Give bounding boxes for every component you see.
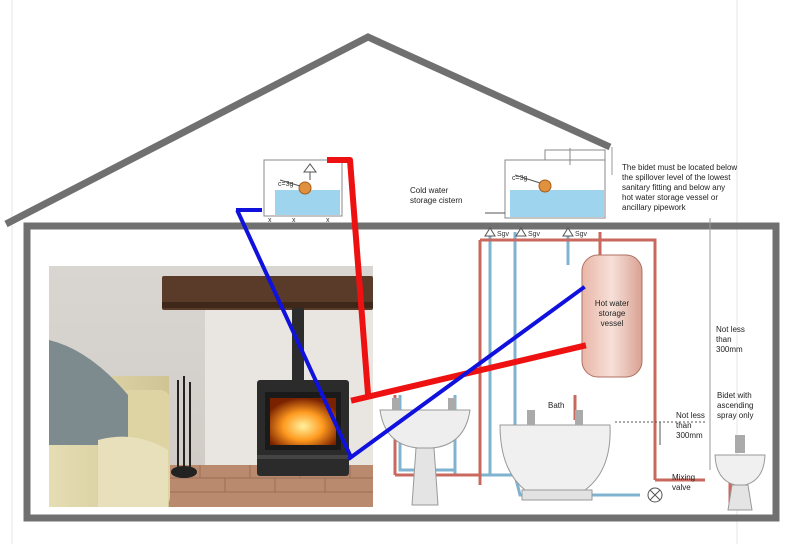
note-line-2: the spillover level of the lowest [622, 173, 731, 182]
cold-water-storage-cistern: c=3g [485, 148, 606, 219]
oak-beam-mantel [162, 276, 373, 310]
nlt300-mid-1: Not less [676, 411, 705, 420]
bath: Bath [499, 401, 611, 501]
mixing-valve: Mixing valve [647, 473, 695, 503]
bidet-label-1: Bidet with [717, 391, 752, 400]
clearance-note-middle: Not less than 300mm [615, 411, 705, 445]
cold-pipe-to-vessel [347, 285, 586, 461]
fire-tools [171, 376, 197, 478]
living-room-photo [49, 266, 373, 507]
mantel-shadow [162, 302, 373, 308]
hot-water-label-3: vessel [601, 319, 624, 328]
wood-stove [257, 380, 349, 476]
mixing-valve-label-1: Mixing [672, 473, 695, 482]
house-outline [4, 33, 780, 522]
svg-text:x: x [268, 217, 272, 224]
sgv-vents: Sgv Sgv Sgv [484, 227, 588, 238]
svg-text:x: x [292, 217, 296, 224]
house-walls [23, 222, 780, 522]
sgv-label-3: Sgv [575, 231, 588, 238]
note-line-3: sanitary fitting and below any [622, 183, 725, 192]
hot-water-label-1: Hot water [595, 299, 630, 308]
nlt300-right-2: than [716, 335, 732, 344]
cold-pipe-overlay [235, 208, 586, 461]
clearance-note-right: Not less than 300mm [716, 325, 745, 354]
bidet-label-2: ascending [717, 401, 753, 410]
sgv-label-2: Sgv [528, 231, 541, 238]
note-line-1: The bidet must be located below [622, 163, 737, 172]
stove-fire [270, 398, 336, 445]
nlt300-right-3: 300mm [716, 345, 743, 354]
svg-text:x: x [326, 217, 330, 224]
nlt300-mid-3: 300mm [676, 431, 703, 440]
bidet-label-3: spray only [717, 411, 753, 420]
small-cistern-tag: c=3g [278, 181, 293, 188]
hot-pipe-riser [327, 157, 372, 398]
bath-label: Bath [548, 401, 564, 410]
note-line-5: ancillary pipework [622, 203, 687, 212]
cold-cistern-label-2: storage cistern [410, 196, 462, 205]
hot-water-label-2: storage [599, 309, 626, 318]
cold-cistern-label-1: Cold water [410, 186, 449, 195]
roof [4, 33, 612, 228]
large-cistern-tag: c=3g [512, 175, 527, 182]
hot-water-storage-vessel: Hot water storage vessel [581, 254, 643, 378]
nlt300-right-1: Not less [716, 325, 745, 334]
small-cistern: c=3g x x x [263, 159, 343, 224]
bidet-note: The bidet must be located below the spil… [622, 163, 737, 212]
mixing-valve-label-2: valve [672, 483, 691, 492]
armchair [49, 340, 170, 507]
note-line-4: hot water storage vessel or [622, 193, 718, 202]
hearth-brick-lines [166, 465, 373, 493]
nlt300-mid-2: than [676, 421, 692, 430]
cold-pipe-feed [235, 209, 353, 458]
armchair-cushion [49, 340, 128, 445]
bidet: Bidet with ascending spray only [714, 391, 766, 511]
sgv-label-1: Sgv [497, 231, 510, 238]
